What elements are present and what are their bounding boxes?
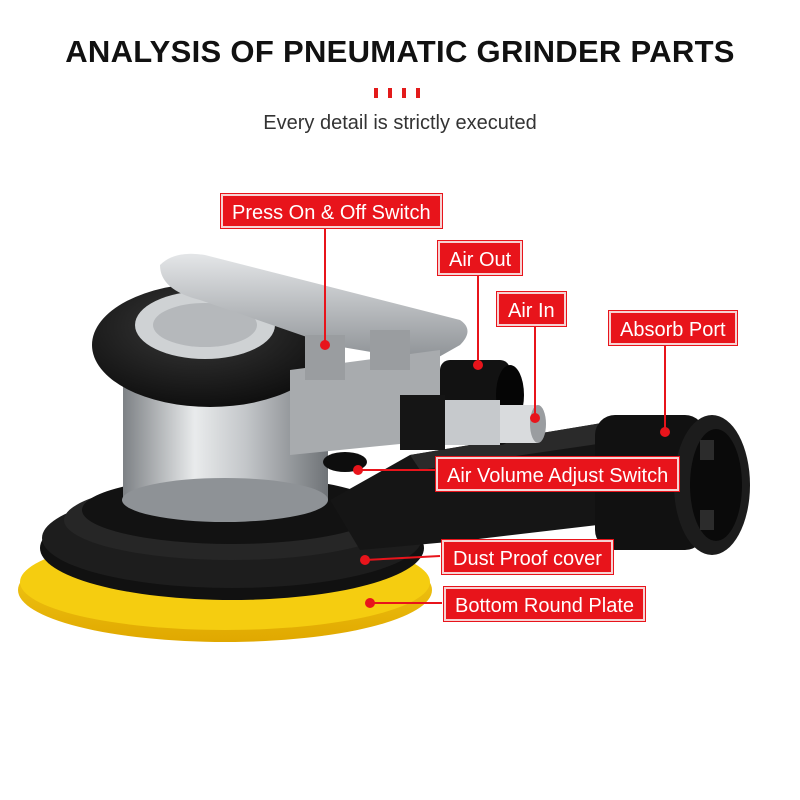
label-air-volume-switch: Air Volume Adjust Switch: [436, 457, 680, 491]
air-in-coupling: [400, 395, 546, 450]
label-bottom-round-plate: Bottom Round Plate: [444, 587, 645, 621]
label-absorb-port: Absorb Port: [609, 311, 737, 345]
page-title: ANALYSIS OF PNEUMATIC GRINDER PARTS: [65, 34, 735, 69]
title-divider: [372, 88, 428, 100]
leader-dots: [320, 340, 670, 608]
page-subtitle: Every detail is strictly executed: [263, 112, 537, 134]
absorb-port: [595, 415, 750, 555]
label-press-switch: Press On & Off Switch: [221, 194, 442, 228]
label-air-in: Air In: [497, 292, 566, 326]
label-air-out: Air Out: [438, 241, 523, 275]
leader-lines: [324, 228, 666, 604]
label-dust-proof-cover: Dust Proof cover: [442, 540, 613, 574]
